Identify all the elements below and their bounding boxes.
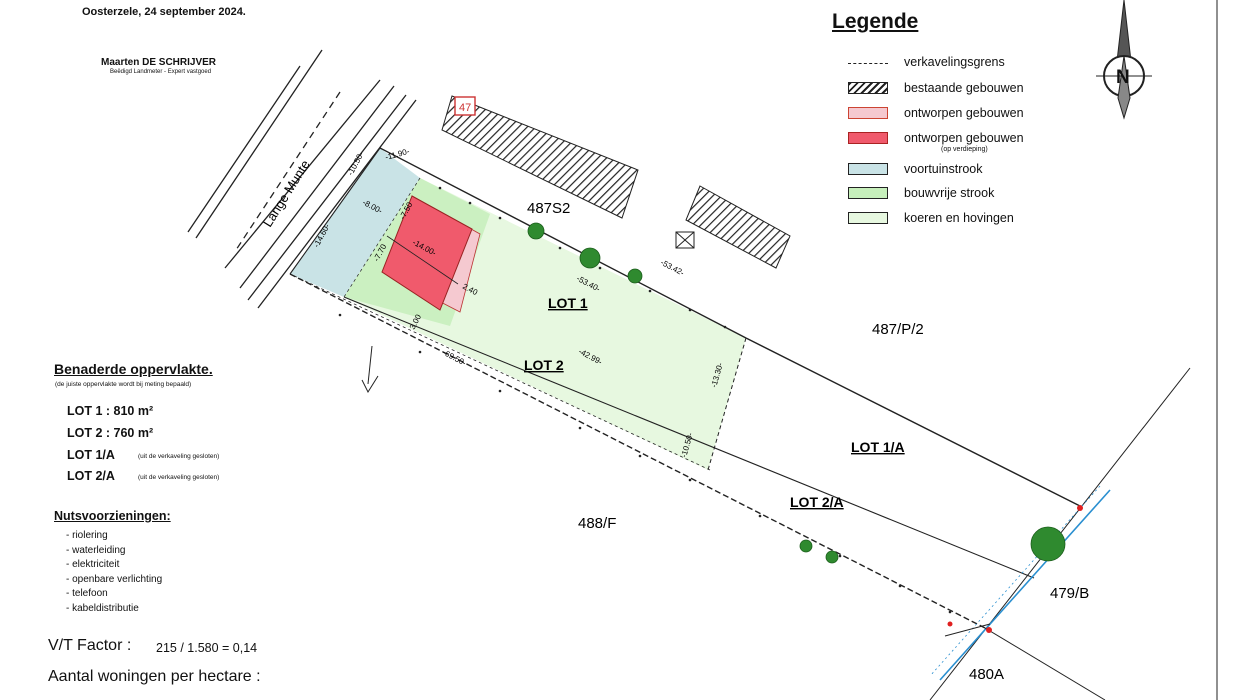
legend-item-front-strip: voortuinstrook (848, 161, 983, 177)
dim-label: -11.90- (384, 147, 411, 162)
dim-label: -53.42- (659, 258, 686, 278)
legend-item-gardens: koeren en hovingen (848, 210, 1014, 226)
trees (527, 222, 1066, 564)
arrow-marker (361, 345, 379, 394)
utility-item: - kabeldistributie (66, 602, 139, 614)
legend-label: ontworpen gebouwen (904, 106, 1024, 120)
utility-item: - elektriciteit (66, 559, 120, 570)
parcel-label: 488/F (578, 515, 616, 532)
vt-factor-label: V/T Factor : (48, 637, 132, 654)
legend-label: koeren en hovingen (904, 211, 1014, 225)
lot-label-lot2: LOT 2 (524, 357, 564, 373)
legend-label: bestaande gebouwen (904, 81, 1024, 95)
legend-label: ontworpen gebouwen (904, 131, 1024, 145)
fence-line (338, 186, 952, 614)
lot-label-lot2a: LOT 2/A (790, 494, 844, 510)
lot-boundaries (289, 147, 1081, 629)
legend-label: voortuinstrook (904, 162, 983, 176)
building-divider (386, 235, 459, 285)
crossed-box (675, 231, 695, 249)
legend-red-symbol (848, 132, 888, 144)
utility-item: - riolering (66, 530, 108, 541)
surveyor-title: Beëdigd Landmeter - Expert vastgoed (110, 69, 212, 75)
street-name: Lange Munte (260, 157, 313, 229)
vt-factor-value: 215 / 1.580 = 0,14 (156, 641, 258, 655)
front-strip-area (290, 148, 420, 297)
legend-label: bouwvrije strook (904, 186, 995, 200)
legend-title: Legende (832, 10, 919, 33)
surveyor-name: Maarten DE SCHRIJVER (101, 57, 217, 68)
parcel-label: 479/B (1050, 585, 1089, 602)
area-lot-row: LOT 1/A (67, 448, 115, 462)
legend-pink-symbol (848, 107, 888, 119)
legend-hatch-symbol (848, 82, 888, 94)
parcel-label: 487/P/2 (872, 321, 924, 338)
area-lot-note: (uit de verkaveling gesloten) (138, 474, 220, 481)
legend-label: verkavelingsgrens (904, 55, 1005, 69)
lot-label-lot1a: LOT 1/A (851, 439, 905, 455)
legend-line-symbol (848, 62, 888, 64)
boundary-markers (947, 505, 1083, 633)
parcel-label: 480A (969, 666, 1004, 683)
building-number-text: 47 (459, 102, 471, 114)
north-letter: N (1116, 67, 1130, 88)
area-note: (de juiste oppervlakte wordt bij meting … (55, 381, 192, 388)
legend-green-symbol (848, 187, 888, 199)
north-arrow: N (1096, 0, 1152, 120)
parcel-label: 487S2 (527, 200, 570, 217)
existing-building-north (441, 95, 639, 219)
area-lot-row: LOT 2 : 760 m² (67, 426, 154, 440)
street-lines (187, 49, 417, 309)
area-lot-note: (uit de verkaveling gesloten) (138, 453, 220, 460)
utility-item: - openbare verlichting (66, 573, 163, 585)
legend-lightgreen-symbol (848, 212, 888, 224)
legend-item-existing: bestaande gebouwen (848, 80, 1024, 96)
area-lot-row: LOT 2/A (67, 469, 115, 483)
utilities-list: - riolering - waterleiding - elektricite… (66, 530, 162, 617)
legend-item-boundary: verkavelingsgrens (848, 54, 1005, 70)
existing-building-east (685, 185, 791, 269)
utility-item: - telefoon (66, 588, 108, 599)
area-lot-row: LOT 1 : 810 m² (67, 404, 154, 418)
legend-blue-symbol (848, 163, 888, 175)
date-line: Oosterzele, 24 september 2024. (82, 6, 246, 18)
building-upper-floor (381, 195, 473, 311)
building-number-tag (454, 96, 476, 116)
legend-item-designed: ontworpen gebouwen (848, 105, 1024, 121)
utilities-title: Nutsvoorzieningen: (54, 509, 171, 523)
utility-item: - waterleiding (66, 544, 126, 556)
lot-label-lot1: LOT 1 (548, 295, 588, 311)
legend-item-build-free: bouwvrije strook (848, 185, 994, 201)
density-label: Aantal woningen per hectare : (48, 668, 261, 685)
legend-item-designed-upper: ontworpen gebouwen (848, 130, 1024, 146)
legend-sublabel: (op verdieping) (941, 146, 988, 153)
area-title: Benaderde oppervlakte. (54, 361, 213, 377)
